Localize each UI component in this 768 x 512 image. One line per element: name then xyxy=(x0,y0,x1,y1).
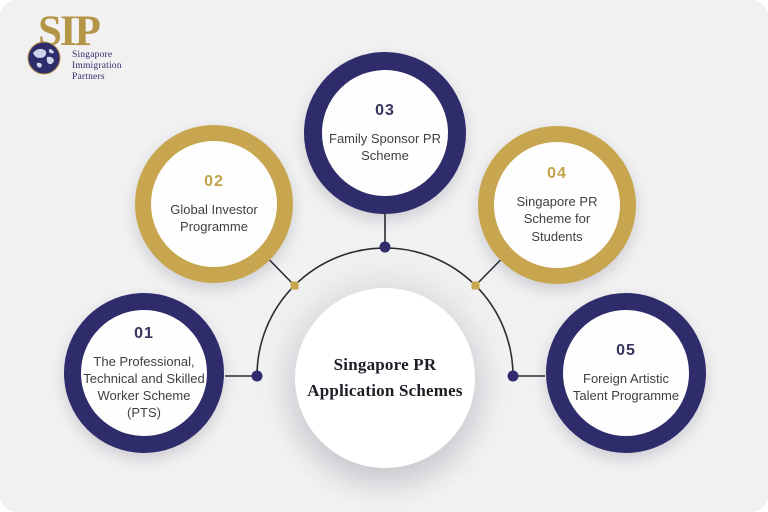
scheme-number: 05 xyxy=(616,341,636,359)
spoke-upper-left xyxy=(268,259,296,287)
globe-icon xyxy=(27,41,61,75)
scheme-label: Family Sponsor PR Scheme xyxy=(329,130,441,163)
logo-company-line: Partners xyxy=(72,72,105,83)
logo-company-name: Singapore Immigration Partners xyxy=(72,50,122,83)
scheme-label: Foreign Artistic Talent Programme xyxy=(572,370,680,403)
scheme-circle-05: 05 Foreign Artistic Talent Programme xyxy=(546,293,706,453)
node-dot-left xyxy=(251,370,263,382)
company-logo: SIP Singapore Immigration Partners xyxy=(26,8,146,88)
scheme-number: 03 xyxy=(375,101,395,119)
node-square-upper-left xyxy=(290,281,299,290)
diagram-title-line2: Application Schemes xyxy=(307,381,463,400)
scheme-label: Singapore PR Scheme for Students xyxy=(516,194,598,244)
logo-company-line: Singapore xyxy=(72,50,113,60)
center-title-circle: Singapore PR Application Schemes xyxy=(295,288,475,468)
node-square-upper-right xyxy=(471,281,480,290)
diagram-title: Singapore PR Application Schemes xyxy=(307,352,462,405)
node-dot-top xyxy=(379,241,391,253)
scheme-label: The Professional, Technical and Skilled … xyxy=(83,353,205,421)
scheme-circle-03: 03 Family Sponsor PR Scheme xyxy=(304,52,466,214)
diagram-title-line1: Singapore PR xyxy=(333,354,437,374)
scheme-number: 01 xyxy=(134,324,154,342)
scheme-label: Global Investor Programme xyxy=(170,201,258,234)
scheme-number: 04 xyxy=(547,165,567,183)
scheme-circle-01: 01 The Professional, Technical and Skill… xyxy=(64,293,224,453)
spoke-upper-right xyxy=(474,259,502,287)
logo-company-line: Immigration xyxy=(72,61,122,72)
scheme-number: 02 xyxy=(204,172,224,190)
scheme-circle-04: 04 Singapore PR Scheme for Students xyxy=(478,126,636,284)
scheme-circle-02: 02 Global Investor Programme xyxy=(135,125,293,283)
node-dot-right xyxy=(507,370,519,382)
